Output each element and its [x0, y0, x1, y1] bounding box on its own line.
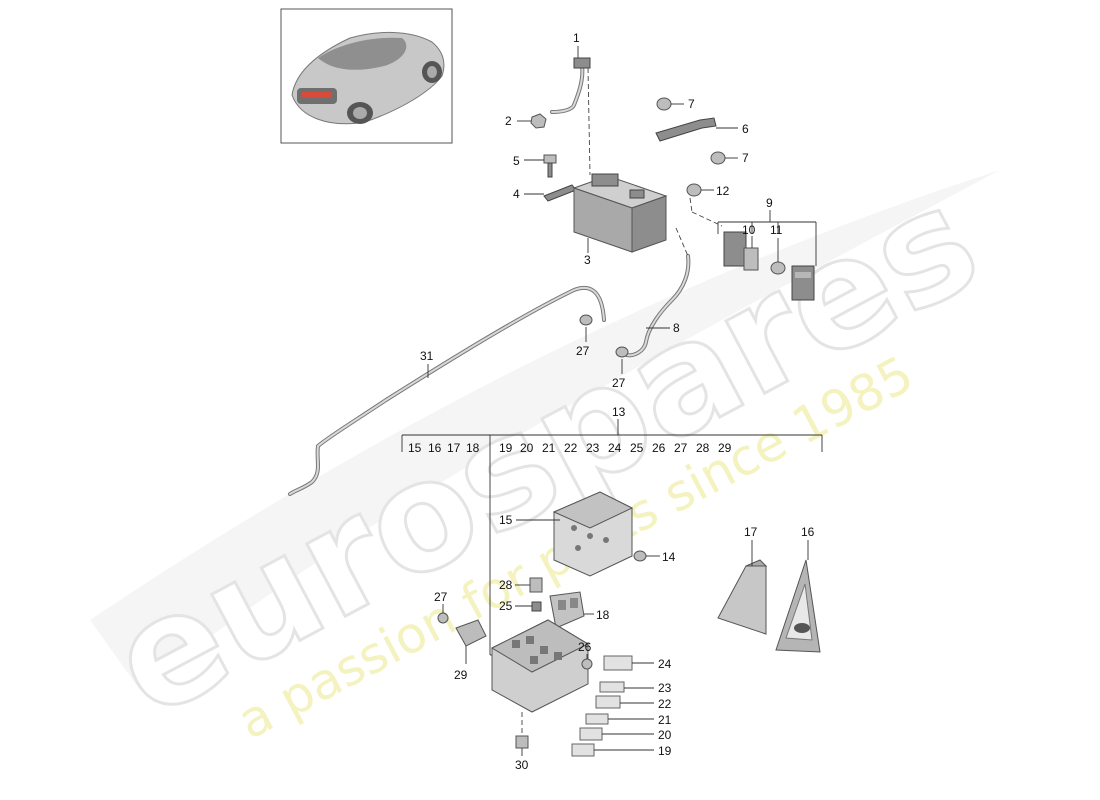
group13-right-21: 21: [542, 441, 556, 455]
group-13-bracket: 13 15 16 17 18 19 20 21 22 23 24 25 26 2…: [401, 405, 823, 656]
part-7-nut-bottom: 7: [710, 151, 749, 165]
part-10-fuse-holder: 10: [723, 223, 759, 271]
part-18-relay-carrier: 18: [549, 591, 610, 629]
part-7-nut-top: 7: [656, 97, 695, 111]
part-5-bolt: 5: [513, 154, 557, 178]
group13-right-28: 28: [696, 441, 710, 455]
callout-25: 25: [499, 599, 513, 613]
part-27-grommet-a: 27: [576, 314, 593, 358]
part-6-bracket: 6: [655, 117, 749, 142]
callout-7-bottom: 7: [742, 151, 749, 165]
part-29-connector: 29: [454, 619, 487, 682]
part-20-fuse-strip: 20: [579, 727, 672, 742]
part-26-nut: 26: [578, 640, 593, 670]
callout-19: 19: [658, 744, 672, 758]
group13-right-20: 20: [520, 441, 534, 455]
group13-right-27: 27: [674, 441, 688, 455]
callout-21: 21: [658, 713, 672, 727]
part-12-nut: 12: [686, 183, 730, 227]
callout-24: 24: [658, 657, 672, 671]
part-30-plug: 30: [515, 712, 529, 772]
callout-20: 20: [658, 728, 672, 742]
part-1-ground-cable: 1: [550, 31, 591, 176]
callout-11: 11: [770, 223, 783, 237]
callout-15: 15: [499, 513, 513, 527]
part-27-grommet-b: 27: [612, 346, 629, 390]
callout-1: 1: [573, 31, 580, 45]
part-27-grommet-c: 27: [434, 590, 449, 624]
callout-27-a: 27: [576, 344, 590, 358]
part-22-fuse-strip: 22: [595, 695, 672, 711]
callout-22: 22: [658, 697, 672, 711]
callout-14: 14: [662, 550, 676, 564]
group-9-bracket: 9: [717, 196, 817, 266]
callout-16: 16: [801, 525, 815, 539]
part-16-warning-triangle: 16: [775, 525, 821, 653]
callout-18: 18: [596, 608, 610, 622]
callout-7-top: 7: [688, 97, 695, 111]
callout-31: 31: [420, 349, 434, 363]
callout-12: 12: [716, 184, 730, 198]
callout-9: 9: [766, 196, 773, 210]
part-21-fuse-strip: 21: [585, 713, 672, 727]
part-23-fuse-strip: 23: [599, 681, 672, 695]
callout-30: 30: [515, 758, 529, 772]
callout-27-c: 27: [434, 590, 448, 604]
group13-left-17: 17: [447, 441, 461, 455]
fuse-box: [490, 619, 590, 713]
callout-28: 28: [499, 578, 513, 592]
group13-right-29: 29: [718, 441, 732, 455]
callout-13: 13: [612, 405, 626, 419]
callout-3: 3: [584, 253, 591, 267]
car-icon: [291, 31, 445, 125]
part-15-control-unit: 15: [499, 491, 634, 577]
group13-left-16: 16: [428, 441, 442, 455]
callout-17: 17: [744, 525, 758, 539]
group13-left-18: 18: [466, 441, 480, 455]
part-14-nut: 14: [633, 550, 676, 564]
group13-right-19: 19: [499, 441, 513, 455]
part-17-panel: 17: [717, 525, 768, 635]
callout-23: 23: [658, 681, 672, 695]
part-11-nut: 11: [770, 223, 786, 275]
callout-27-b: 27: [612, 376, 626, 390]
callout-26: 26: [578, 640, 592, 654]
part-8-positive-cable: 8: [622, 227, 691, 358]
callout-6: 6: [742, 122, 749, 136]
part-3-battery: 3: [572, 173, 668, 267]
callout-10: 10: [742, 223, 756, 237]
group13-right-25: 25: [630, 441, 644, 455]
group13-right-24: 24: [608, 441, 622, 455]
part-19-fuse-strip: 19: [571, 743, 672, 758]
callout-8: 8: [673, 321, 680, 335]
watermark-swoosh: [90, 170, 1000, 690]
group13-right-22: 22: [564, 441, 578, 455]
part-2-nut: 2: [505, 113, 547, 129]
callout-4: 4: [513, 187, 520, 201]
thumbnail-box: [280, 8, 453, 144]
part-31-long-cable: 31: [288, 285, 606, 496]
part-25-fuse: 25: [499, 599, 542, 613]
callout-2: 2: [505, 114, 512, 128]
group13-left-15: 15: [408, 441, 422, 455]
group13-right-26: 26: [652, 441, 666, 455]
part-24-fuse-strip: 24: [603, 655, 672, 671]
callout-29: 29: [454, 668, 468, 682]
callout-5: 5: [513, 154, 520, 168]
part-28-relay: 28: [499, 577, 543, 593]
part-9-module: [791, 265, 815, 301]
group13-right-23: 23: [586, 441, 600, 455]
